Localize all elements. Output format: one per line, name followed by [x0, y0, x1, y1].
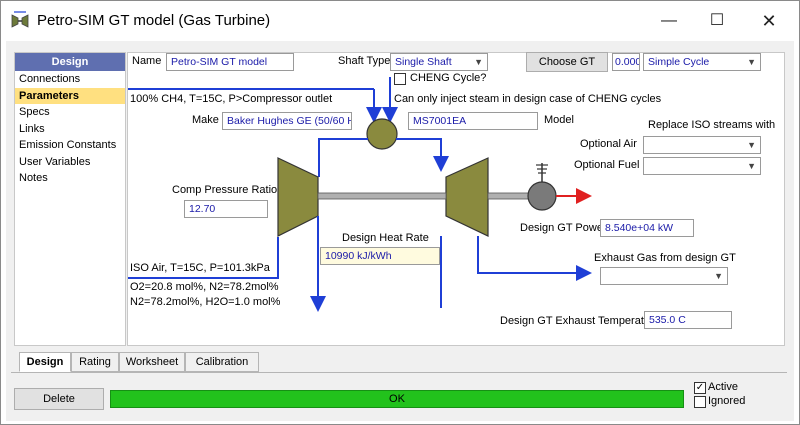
- tab-design[interactable]: Design: [19, 352, 71, 372]
- design-heat-rate-label: Design Heat Rate: [342, 232, 429, 244]
- gt-code-field[interactable]: 0.000: [612, 53, 640, 71]
- nav-item-user-variables[interactable]: User Variables: [19, 155, 91, 168]
- chevron-down-icon: ▼: [747, 140, 756, 150]
- choose-gt-button[interactable]: Choose GT: [526, 52, 608, 72]
- tab-rating[interactable]: Rating: [71, 352, 119, 372]
- name-field[interactable]: Petro-SIM GT model: [166, 53, 294, 71]
- client-area: Design Connections Parameters Specs Link…: [6, 41, 794, 421]
- close-icon[interactable]: ✕: [761, 11, 777, 31]
- active-checkbox[interactable]: ✓: [694, 382, 706, 394]
- cheng-checkbox[interactable]: [394, 73, 406, 85]
- ignored-label: Ignored: [708, 395, 746, 407]
- steam-note: Can only inject steam in design case of …: [394, 93, 662, 105]
- optional-air-label: Optional Air: [580, 138, 637, 150]
- make-label: Make: [192, 114, 219, 126]
- compressed-air-line: [318, 138, 368, 177]
- comp-pressure-ratio-field[interactable]: 12.70: [184, 200, 268, 218]
- optional-air-select[interactable]: ▼: [643, 136, 761, 154]
- active-label: Active: [708, 381, 738, 393]
- maximize-icon[interactable]: ☐: [709, 12, 725, 29]
- nav-item-notes[interactable]: Notes: [19, 172, 48, 184]
- window-title: Petro-SIM GT model (Gas Turbine): [37, 12, 271, 29]
- cycle-select[interactable]: Simple Cycle ▼: [643, 53, 761, 71]
- air-composition-line-1: O2=20.8 mol%, N2=78.2mol%: [130, 281, 279, 293]
- nav-item-specs[interactable]: Specs: [19, 106, 50, 118]
- chevron-down-icon: ▼: [747, 161, 756, 171]
- hot-gas-line: [396, 138, 449, 172]
- nav-item-links[interactable]: Links: [19, 122, 45, 135]
- tab-strip-border: [11, 372, 787, 373]
- gas-turbine-app-icon: [11, 11, 29, 28]
- combustor-symbol: [366, 118, 398, 150]
- minimize-icon[interactable]: —: [661, 12, 677, 29]
- nav-item-emission-constants[interactable]: Emission Constants: [19, 139, 117, 151]
- ignored-checkbox[interactable]: [694, 396, 706, 408]
- iso-air-text: ISO Air, T=15C, P=101.3kPa: [130, 262, 270, 274]
- nav-item-parameters[interactable]: Parameters: [15, 87, 125, 104]
- shaft-type-label: Shaft Type: [338, 55, 391, 67]
- fuel-stream-text: 100% CH4, T=15C, P>Compressor outlet: [130, 93, 333, 105]
- nav-item-connections[interactable]: Connections: [19, 73, 81, 85]
- section-nav: Design Connections Parameters Specs Link…: [14, 52, 126, 346]
- make-field[interactable]: Baker Hughes GE (50/60 Hz): [222, 112, 352, 130]
- chevron-down-icon: ▼: [747, 57, 756, 67]
- generator-symbol: [527, 181, 557, 211]
- exhaust-temp-field[interactable]: 535.0 C: [644, 311, 732, 329]
- chevron-down-icon: ▼: [474, 57, 483, 67]
- chevron-down-icon: ▼: [714, 271, 723, 281]
- nav-header: Design: [15, 53, 125, 71]
- model-field[interactable]: MS7001EA: [408, 112, 538, 130]
- exhaust-gas-arrow: [477, 236, 592, 281]
- cheng-label: CHENG Cycle?: [410, 72, 487, 84]
- tab-worksheet[interactable]: Worksheet: [119, 352, 185, 372]
- optional-fuel-label: Optional Fuel: [574, 159, 640, 171]
- cycle-value: Simple Cycle: [648, 56, 710, 68]
- shaft-extension: [487, 192, 533, 200]
- parameters-panel: Name Petro-SIM GT model Shaft Type Singl…: [127, 52, 785, 346]
- delete-button[interactable]: Delete: [14, 388, 104, 410]
- design-heat-rate-field[interactable]: 10990 kJ/kWh: [320, 247, 440, 265]
- status-bar: OK: [110, 390, 684, 408]
- shaft-symbol: [317, 192, 447, 200]
- exhaust-gas-select[interactable]: ▼: [600, 267, 728, 285]
- comp-pressure-ratio-label: Comp Pressure Ratio: [172, 184, 278, 196]
- tab-calibration[interactable]: Calibration: [185, 352, 259, 372]
- turbine-symbol: [445, 157, 489, 237]
- exhaust-temp-label: Design GT Exhaust Temperature: [500, 315, 660, 327]
- air-composition-line-2: N2=78.2mol%, H2O=1.0 mol%: [130, 296, 281, 308]
- optional-fuel-select[interactable]: ▼: [643, 157, 761, 175]
- design-power-label: Design GT Power: [520, 222, 607, 234]
- title-bar: Petro-SIM GT model (Gas Turbine) — ☐ ✕: [1, 1, 799, 41]
- compressor-symbol: [277, 157, 319, 237]
- design-power-field[interactable]: 8.540e+04 kW: [600, 219, 694, 237]
- air-inlet-line: [128, 237, 279, 279]
- shaft-type-select[interactable]: Single Shaft ▼: [390, 53, 488, 71]
- exhaust-gas-label: Exhaust Gas from design GT: [594, 252, 736, 264]
- name-label: Name: [132, 55, 162, 67]
- model-label: Model: [544, 114, 574, 126]
- gas-turbine-flowsheet: [128, 77, 592, 312]
- replace-iso-label: Replace ISO streams with: [648, 119, 776, 131]
- shaft-type-value: Single Shaft: [395, 56, 452, 68]
